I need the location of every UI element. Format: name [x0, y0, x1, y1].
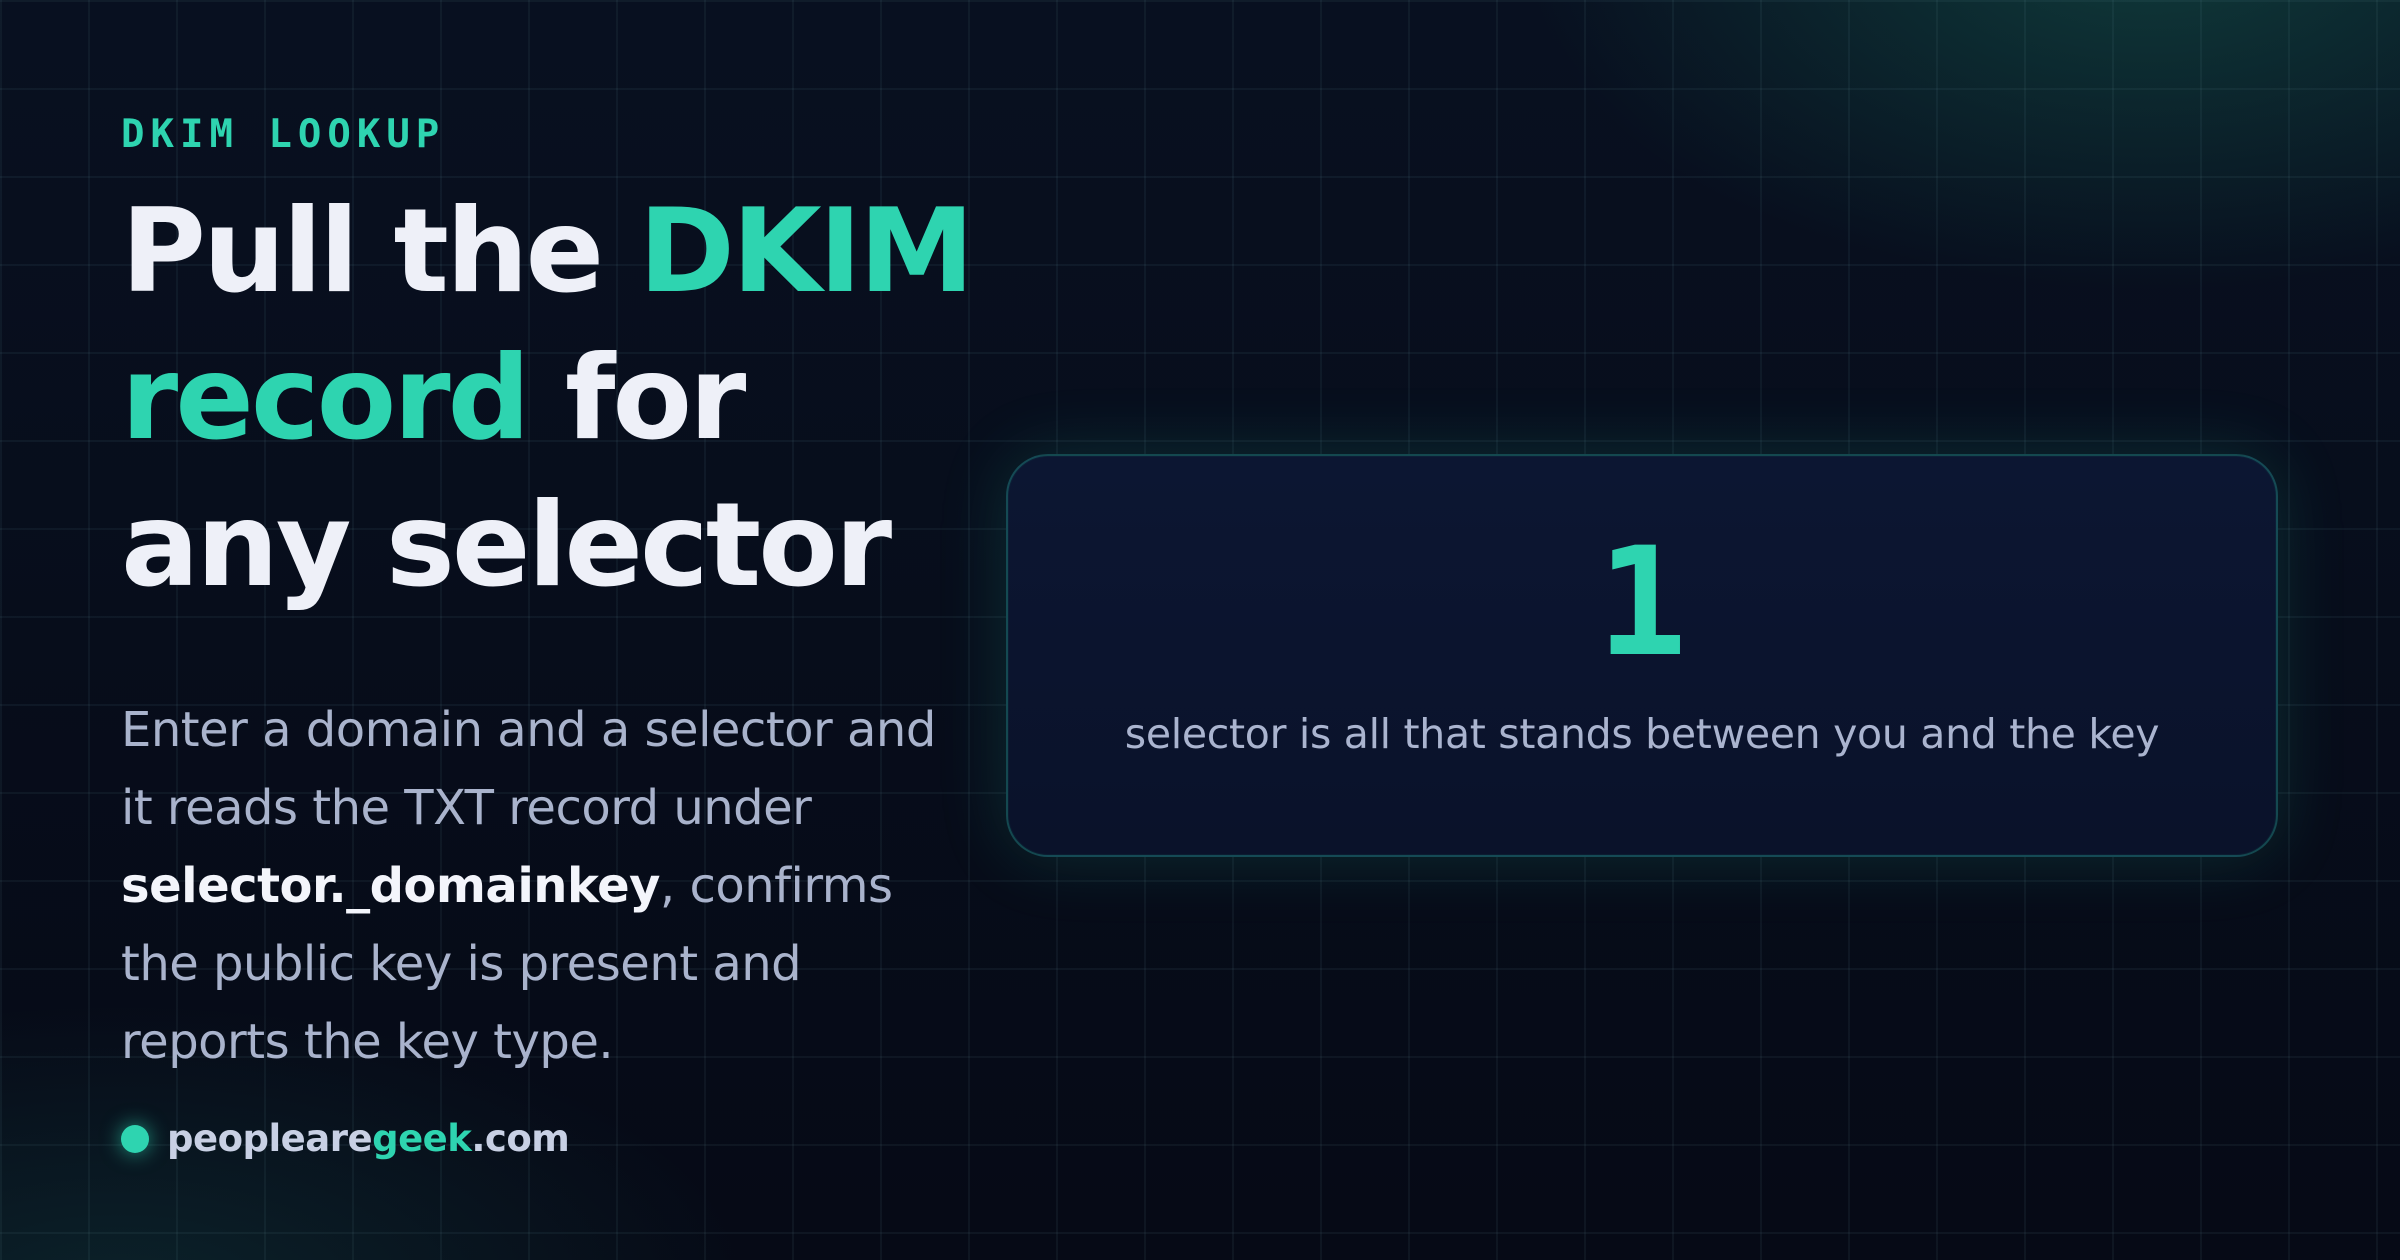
brand-suffix: .com: [471, 1117, 570, 1160]
brand-dot-icon: [121, 1124, 149, 1153]
headline-accent-dkim: DKIM: [638, 184, 975, 319]
headline-part3: any selector: [121, 478, 892, 613]
description: Enter a domain and a selector and it rea…: [121, 691, 981, 1081]
description-after: , confirms the public key is present and…: [121, 858, 893, 1070]
eyebrow-label: DKIM LOOKUP: [121, 112, 446, 157]
headline-part2: for: [527, 331, 746, 466]
brand-prefix: peopleare: [167, 1117, 373, 1160]
stat-card: 1 selector is all that stands between yo…: [1006, 454, 2278, 857]
description-strong: selector._domainkey: [121, 858, 660, 914]
description-before: Enter a domain and a selector and it rea…: [121, 702, 936, 836]
brand-name: peoplearegeek.com: [167, 1117, 570, 1160]
stat-caption: selector is all that stands between you …: [1124, 710, 2160, 758]
stat-number: 1: [1596, 516, 1688, 690]
brand-footer: peoplearegeek.com: [121, 1117, 570, 1160]
headline-part1: Pull the: [121, 184, 639, 319]
headline-accent-record: record: [121, 331, 531, 466]
brand-accent: geek: [372, 1117, 472, 1160]
